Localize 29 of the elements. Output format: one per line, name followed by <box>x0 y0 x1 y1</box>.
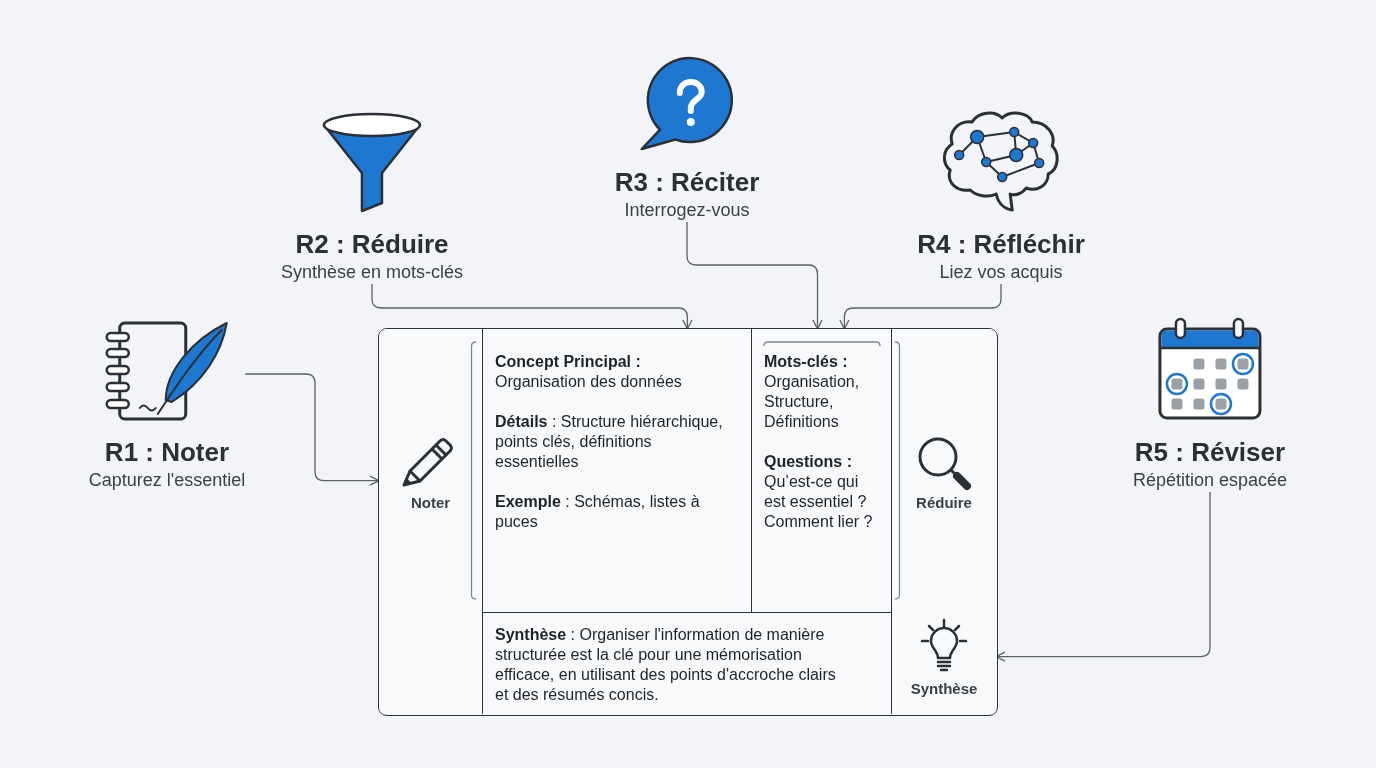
column-label: Noter <box>410 493 451 513</box>
arrow <box>839 283 1002 330</box>
summary-text: Synthèse : Organiser l'information de manière structurée est la clé pour une mémorisation efficace, en utilisant des points d'accroche clairs et des résumés concis. <box>495 625 837 705</box>
step-title: R3 : Réciter <box>614 166 760 198</box>
note-text: Qu’est-ce qui est essentiel ? Comment lier ? <box>764 472 874 532</box>
arrow <box>244 373 380 486</box>
notes-panel <box>378 328 998 716</box>
section-heading: Concept Principal : <box>495 352 641 372</box>
step-subtitle: Capturez l'essentiel <box>88 469 246 492</box>
step-title: R5 : Réviser <box>1134 436 1286 468</box>
arrow <box>686 221 823 330</box>
step-title: R1 : Noter <box>104 436 230 468</box>
step-subtitle: Synthèse en mots-clés <box>280 261 464 284</box>
arrow <box>371 283 693 330</box>
step-subtitle: Répétition espacée <box>1132 469 1288 492</box>
step-title: R2 : Réduire <box>295 228 449 260</box>
step-subtitle: Interrogez-vous <box>624 199 750 222</box>
left-column <box>379 329 483 714</box>
note-text: Organisation des données <box>495 372 682 392</box>
note-text: Organisation, Structure, Définitions <box>764 372 861 432</box>
step-title: R4 : Réfléchir <box>917 228 1085 260</box>
right-column <box>891 329 996 714</box>
note-text: Exemple : Schémas, listes à puces <box>495 492 701 532</box>
step-subtitle: Liez vos acquis <box>939 261 1063 284</box>
section-heading: Questions : <box>764 452 852 472</box>
column-label: Synthèse <box>910 679 978 699</box>
note-text: Détails : Structure hiérarchique, points clés, définitions essentielles <box>495 412 724 472</box>
column-label: Réduire <box>916 493 972 513</box>
section-heading: Mots-clés : <box>764 352 848 372</box>
